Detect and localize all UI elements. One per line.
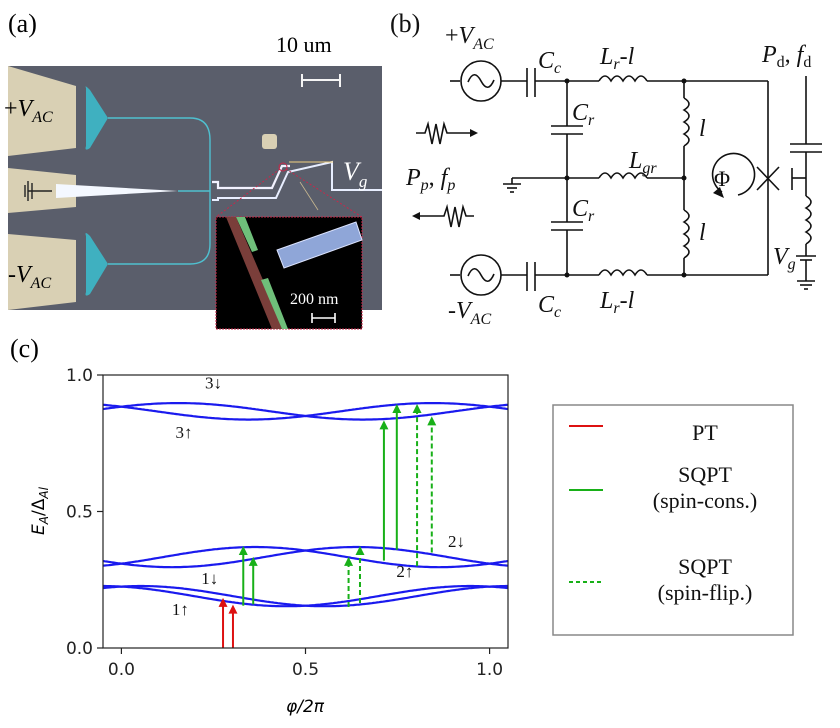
arrow-head xyxy=(248,556,258,566)
lgr-label: Lgr xyxy=(628,148,657,177)
sem-inset: 200 nm xyxy=(215,216,363,330)
x-tick-label: 0.5 xyxy=(292,660,319,680)
x-tick-label: 0.0 xyxy=(108,660,135,680)
legend-label: PT xyxy=(692,420,718,445)
panel-c-label: (c) xyxy=(10,334,39,363)
vg-label: Vg xyxy=(343,157,367,191)
arrow-head xyxy=(228,604,238,614)
scale-bar xyxy=(301,74,341,87)
band-1↓ xyxy=(102,584,508,608)
band-label: 3↓ xyxy=(205,374,222,393)
band-3↓ xyxy=(102,402,509,421)
cc-top-label: Cc xyxy=(538,48,561,77)
legend-sublabel: (spin-cons.) xyxy=(653,488,757,513)
arrow-head xyxy=(218,597,228,607)
lead-gate xyxy=(212,160,382,201)
arrow-head xyxy=(379,420,389,430)
bond-pad-small xyxy=(262,134,277,149)
band-label: 1↓ xyxy=(201,569,218,588)
pad-plus-vac xyxy=(8,66,76,156)
y-tick-label: 0.5 xyxy=(66,503,93,523)
cr-bottom-label: Cr xyxy=(572,196,595,225)
inductor-lgr xyxy=(598,172,648,180)
band-label: 2↓ xyxy=(448,532,465,551)
panel-a-label: (a) xyxy=(8,9,37,38)
flux-loop-arrow xyxy=(711,152,756,196)
arrow-head xyxy=(344,556,354,566)
band-label: 2↑ xyxy=(396,562,413,581)
lr-top-label: Lr-l xyxy=(599,44,635,73)
circuit-diagram: (b) +VAC -VAC xyxy=(390,9,822,328)
plus-vac-label: +VAC xyxy=(4,96,53,126)
l-bottom-label: l xyxy=(699,220,706,246)
inset-scale-label: 200 nm xyxy=(290,291,339,308)
inductor-lr-bottom xyxy=(598,269,648,277)
cc-bottom-label: Cc xyxy=(538,292,561,321)
inductor-l-top xyxy=(682,97,690,147)
arrow-head xyxy=(238,545,248,555)
contact-green-bottom xyxy=(261,278,288,329)
inset-scale-bar xyxy=(311,313,336,323)
legend-sublabel: (spin-flip.) xyxy=(658,580,753,605)
legend-box xyxy=(552,404,794,636)
plus-vac-source-label: +VAC xyxy=(445,23,494,53)
arrow-head xyxy=(412,404,422,414)
inductor-l-bottom xyxy=(682,209,690,259)
microwave-in-arrow xyxy=(416,120,470,145)
vg-circuit-label: Vg xyxy=(773,244,796,273)
axis-ticks: 0.0 0.5 1.0 0.0 0.5 1.0 xyxy=(66,366,503,680)
band-labels-layer: 3↓ 3↑ 2↓ 2↑ 1↓ 1↑ xyxy=(172,374,465,620)
y-tick-label: 0.0 xyxy=(66,639,93,659)
arrow-head xyxy=(427,416,437,426)
x-tick-label: 1.0 xyxy=(476,660,503,680)
band-label: 3↑ xyxy=(176,423,193,442)
ground-symbol xyxy=(24,181,52,201)
micrograph: +VAC -VAC Vg xyxy=(4,66,382,310)
center-conductor xyxy=(56,184,178,198)
y-axis-label: EA/ΔAl xyxy=(29,486,51,535)
cr-top-label: Cr xyxy=(572,100,595,129)
scale-bar-label: 10 um xyxy=(276,32,332,57)
cyan-antenna-top xyxy=(85,86,108,150)
flux-label: Φ xyxy=(714,166,730,191)
bands-layer xyxy=(102,402,509,608)
arrow-head xyxy=(392,404,402,414)
arrow-head xyxy=(355,545,365,555)
pd-fd-label: Pd, fd xyxy=(761,42,811,71)
energy-spectrum-chart: 3↓ 3↑ 2↓ 2↑ 1↓ 1↑ 0.0 0.5 1.0 0.0 0.5 1.0 φ/2π EA/… xyxy=(29,366,509,717)
x-axis-label: φ/2π xyxy=(286,697,325,717)
y-tick-label: 1.0 xyxy=(66,366,93,386)
band-1↑ xyxy=(103,584,509,608)
pp-fp-label: Pp, fp xyxy=(405,165,455,194)
panel-b-label: (b) xyxy=(390,9,420,38)
minus-vac-source-label: -VAC xyxy=(448,298,491,328)
inductor-lr-top xyxy=(598,75,648,83)
band-2↓ xyxy=(102,545,509,569)
gate-electrode xyxy=(276,221,363,269)
band-label: 1↑ xyxy=(172,600,189,619)
legend-label: SQPT xyxy=(678,462,732,487)
contact-green-top xyxy=(236,217,258,252)
lead-top xyxy=(212,164,290,190)
nanowire xyxy=(226,217,284,329)
cyan-trace xyxy=(108,117,211,265)
transitions-layer xyxy=(218,404,437,648)
inductor-gate-bias xyxy=(804,195,812,245)
cyan-antenna-bottom xyxy=(85,233,108,296)
pad-minus-vac xyxy=(8,234,76,310)
lr-bottom-label: Lr-l xyxy=(599,288,635,317)
minus-vac-label: -VAC xyxy=(8,262,51,292)
legend-label: SQPT xyxy=(678,554,732,579)
l-top-label: l xyxy=(699,116,706,142)
microwave-out-arrow xyxy=(420,203,474,228)
